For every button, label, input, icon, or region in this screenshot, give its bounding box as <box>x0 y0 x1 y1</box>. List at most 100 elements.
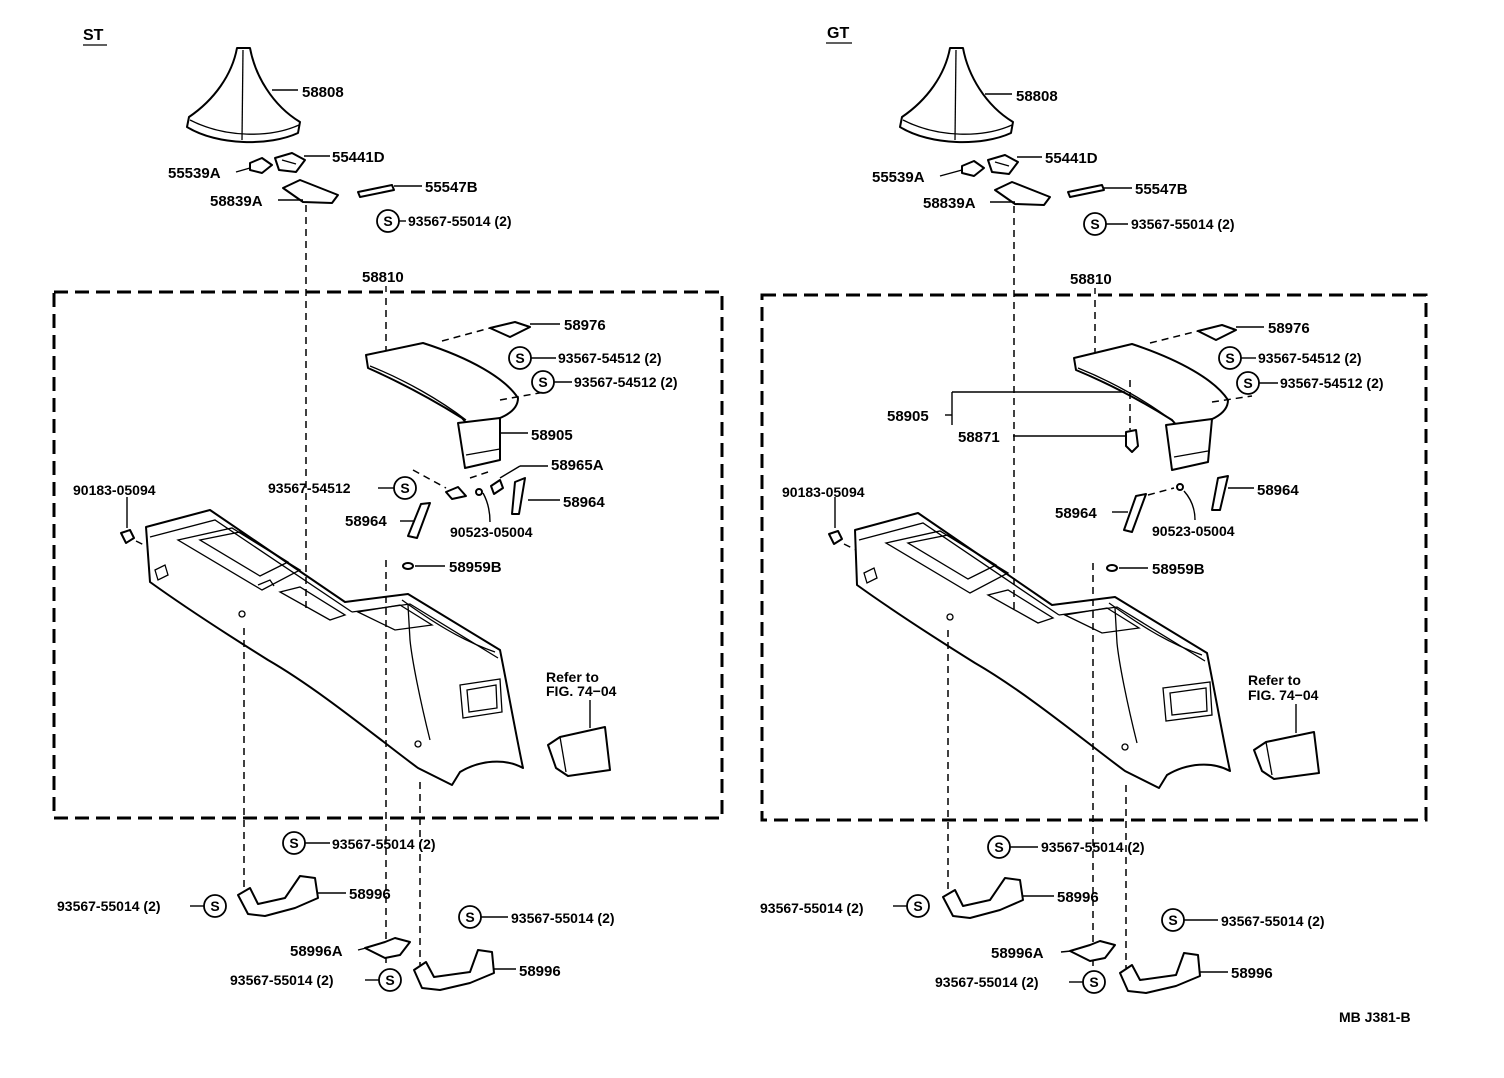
bracket-a-part <box>364 937 411 959</box>
label-stay-l: 58964 <box>345 513 387 530</box>
assembly-boundary-box <box>52 290 724 820</box>
screw-icon: S <box>1161 908 1185 932</box>
label-bracket-2: 58996 <box>1231 965 1273 982</box>
nut-part <box>828 530 843 545</box>
dashed-line <box>469 471 489 479</box>
ref-part <box>547 726 611 777</box>
label-console-assy: 58810 <box>362 269 404 286</box>
armrest-lid-part <box>1073 343 1229 471</box>
screw-icon: S <box>1082 970 1106 994</box>
stay-parts <box>407 477 526 539</box>
label-bracket-2: 58996 <box>519 963 561 980</box>
nut-part <box>120 529 135 544</box>
label-screw-top: 93567-55014 (2) <box>408 213 512 229</box>
dashed-line <box>412 469 447 489</box>
label-bolt: 90523-05004 <box>1152 523 1235 539</box>
console-body-part <box>854 512 1231 789</box>
bracket-1-part <box>942 877 1024 919</box>
svg-text:S: S <box>289 835 298 851</box>
screw-icon: S <box>1218 346 1242 370</box>
label-lid: 58905 <box>887 408 929 425</box>
label-screw-b1: 93567-55014 (2) <box>332 836 436 852</box>
dashed-line <box>1147 487 1175 496</box>
armrest-lid-part <box>365 342 519 469</box>
screw-icon: S <box>378 968 402 992</box>
label-refer-2: FIG. 74−04 <box>1248 687 1319 703</box>
label-screw-lid-2: 93567-54512 (2) <box>1280 375 1384 391</box>
stay-parts <box>1123 475 1229 533</box>
label-lid: 58905 <box>531 427 573 444</box>
screw-icon: S <box>393 476 417 500</box>
label-refer-1: Refer to <box>546 669 599 685</box>
clip-part <box>402 562 414 570</box>
dashed-line <box>499 391 546 401</box>
label-screw-b2: 93567-55014 (2) <box>57 898 161 914</box>
label-boot: 58808 <box>302 84 344 101</box>
svg-text:S: S <box>383 213 392 229</box>
bracket-2-part <box>413 949 495 991</box>
leader-bracket-a <box>1060 950 1072 953</box>
svg-text:S: S <box>400 480 409 496</box>
svg-text:S: S <box>994 839 1003 855</box>
label-refer-2: FIG. 74−04 <box>546 683 617 699</box>
label-screw-lid-1: 93567-54512 (2) <box>1258 350 1362 366</box>
label-screw-lid-1: 93567-54512 (2) <box>558 350 662 366</box>
screw-icon: S <box>203 894 227 918</box>
label-screw-b4: 93567-55014 (2) <box>230 972 334 988</box>
bracket-a-part <box>1069 940 1116 962</box>
screw-icon: S <box>531 370 555 394</box>
bracket-2-part <box>1119 952 1201 994</box>
label-bolt: 90523-05004 <box>450 524 533 540</box>
label-plate-b: 55547B <box>1135 181 1188 198</box>
pad-part <box>1125 429 1139 453</box>
panel-title-gt: GT <box>827 25 849 42</box>
label-screw-b2: 93567-55014 (2) <box>760 900 864 916</box>
diagram-code: MB J381-B <box>1339 1009 1411 1025</box>
panel-gt: GT 58808 55539A 55441D 58839A 55547B S 9… <box>760 25 1428 994</box>
hinge-part <box>489 321 531 338</box>
label-plate-b: 55547B <box>425 179 478 196</box>
screw-icon: S <box>282 831 306 855</box>
leader-bolt <box>1183 490 1196 521</box>
screw-icon: S <box>987 835 1011 859</box>
shift-boot-part <box>186 47 301 144</box>
label-retainer-d: 55441D <box>1045 150 1098 167</box>
label-clip: 58959B <box>449 559 502 576</box>
leader-retainer-a <box>939 169 963 177</box>
clip-part <box>1106 564 1118 572</box>
plate-b-part <box>1067 184 1105 198</box>
label-bracket-a: 58996A <box>991 945 1044 962</box>
label-bracket-1: 58996 <box>1057 889 1099 906</box>
dashed-line <box>1149 330 1199 344</box>
label-console-assy: 58810 <box>1070 271 1112 288</box>
label-screw-lid-2: 93567-54512 (2) <box>574 374 678 390</box>
dashed-line <box>1211 395 1253 403</box>
label-bracket-a: 58996A <box>290 943 343 960</box>
panel-st: ST 58808 55539A 55441D 58839A 55547B <box>52 27 724 992</box>
leader-retainer-a <box>235 167 251 173</box>
ref-part-edge <box>1265 741 1273 776</box>
label-refer-1: Refer to <box>1248 672 1301 688</box>
svg-text:S: S <box>1090 216 1099 232</box>
svg-text:S: S <box>1225 350 1234 366</box>
screw-icon: S <box>1236 371 1260 395</box>
svg-text:S: S <box>465 909 474 925</box>
console-body-part <box>145 509 524 786</box>
label-screw-b4: 93567-55014 (2) <box>935 974 1039 990</box>
leader-stay-a <box>499 465 521 479</box>
label-nut: 90183-05094 <box>782 484 865 500</box>
label-screw-stay: 93567-54512 <box>268 480 351 496</box>
screw-icon: S <box>458 905 482 929</box>
label-retainer-a: 55539A <box>168 165 221 182</box>
label-pad: 58871 <box>958 429 1000 446</box>
label-boot: 58808 <box>1016 88 1058 105</box>
label-screw-b3: 93567-55014 (2) <box>511 910 615 926</box>
label-stay-l: 58964 <box>1055 505 1097 522</box>
label-nut: 90183-05094 <box>73 482 156 498</box>
label-stay-r: 58964 <box>563 494 605 511</box>
label-hinge: 58976 <box>564 317 606 334</box>
label-stay-r: 58964 <box>1257 482 1299 499</box>
svg-text:S: S <box>385 972 394 988</box>
label-stay-a: 58965A <box>551 457 604 474</box>
